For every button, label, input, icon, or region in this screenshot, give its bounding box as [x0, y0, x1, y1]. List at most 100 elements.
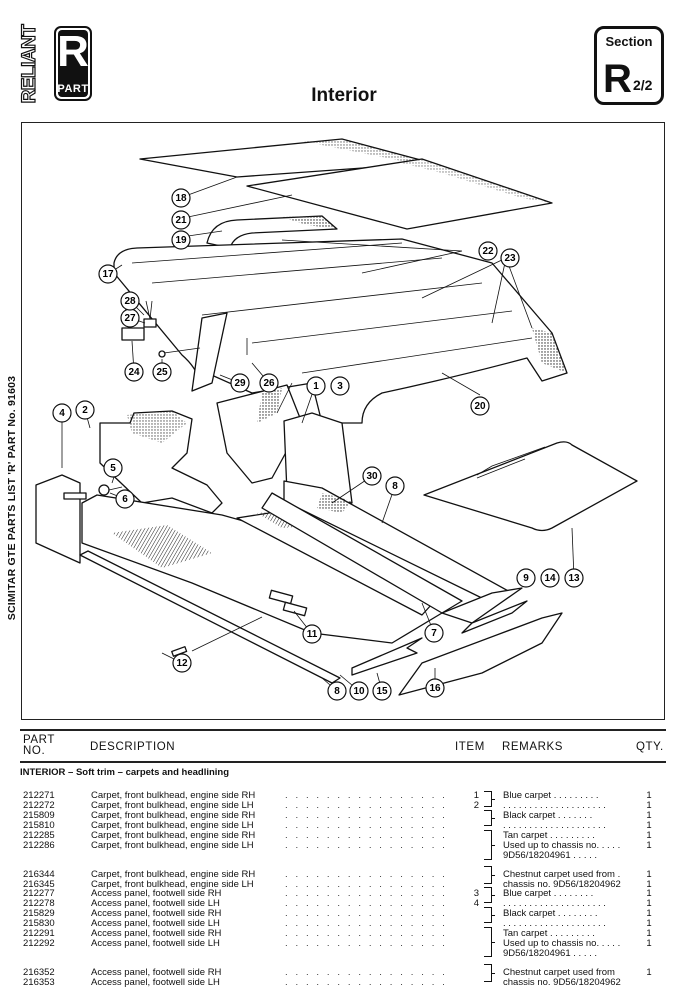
description: Carpet, front bulkhead, engine side RH [91, 830, 256, 841]
callout-label: 15 [376, 686, 388, 697]
item-number: 3 [473, 888, 479, 899]
group-bracket [484, 907, 495, 923]
parts-list-side-label: SCIMITAR GTE PARTS LIST 'R' PART No. 916… [3, 370, 21, 625]
callout-label: 26 [263, 378, 275, 389]
callout-label: 25 [156, 367, 168, 378]
callout-label: 7 [431, 628, 437, 639]
callout-11: 11 [302, 624, 322, 644]
callout-6: 6 [115, 489, 135, 509]
callout-16: 16 [425, 678, 445, 698]
description: Access panel, footwell side LH [91, 918, 220, 929]
remarks: 9D56/18204961 . . . . . [503, 850, 598, 861]
part-no-header-line2: NO. [23, 745, 46, 757]
quantity: 1 [646, 830, 652, 841]
side-label-text: SCIMITAR GTE PARTS LIST 'R' PART No. 916… [6, 375, 18, 620]
leader-dots: . . . . . . . . . . . . . . . . . . . . … [285, 938, 445, 949]
description: Access panel, footwell side LH [91, 977, 220, 988]
quantity: 1 [646, 938, 652, 949]
description: Carpet, front bulkhead, engine side LH [91, 820, 254, 831]
callout-label: 20 [474, 401, 486, 412]
col-header-qty: QTY. [636, 741, 664, 753]
group-bracket [484, 810, 495, 826]
leader-dots: . . . . . . . . . . . . . . . . . . . . … [285, 820, 445, 831]
callout-10: 10 [349, 681, 369, 701]
remarks: . . . . . . . . . . . . . . . . . . . . [503, 918, 606, 929]
remarks: . . . . . . . . . . . . . . . . . . . . [503, 898, 606, 909]
leader-dots: . . . . . . . . . . . . . . . . . . . . … [285, 928, 445, 939]
callout-18: 18 [171, 188, 191, 208]
part-number: 215810 [23, 820, 55, 831]
part-number: 216345 [23, 879, 55, 890]
description: Carpet, front bulkhead, engine side RH [91, 810, 256, 821]
quantity: 1 [646, 879, 652, 890]
callout-label: 11 [307, 629, 318, 640]
part-4-bulkhead-carpet [35, 474, 87, 564]
quantity: 1 [646, 908, 652, 919]
group-bracket [484, 927, 495, 957]
group-bracket [484, 866, 495, 884]
callout-3: 3 [330, 376, 350, 396]
remarks: Black carpet . . . . . . . [503, 810, 593, 821]
callout-label: 13 [568, 573, 580, 584]
callout-7: 7 [424, 623, 444, 643]
part-8-sill-strip-front [79, 550, 341, 684]
callout-21: 21 [171, 210, 191, 230]
callout-label: 16 [429, 683, 441, 694]
callout-label: 6 [122, 494, 128, 505]
remarks: Blue carpet . . . . . . . . . [503, 790, 599, 801]
callout-29: 29 [230, 373, 250, 393]
remarks: Used up to chassis no. . . . . [503, 840, 621, 851]
leader-dots: . . . . . . . . . . . . . . . . . . . . … [285, 918, 445, 929]
callout-14: 14 [540, 568, 560, 588]
callout-label: 14 [544, 573, 556, 584]
callout-9: 9 [516, 568, 536, 588]
remarks: . . . . . . . . . . . . . . . . . . . . [503, 800, 606, 811]
quantity: 1 [646, 820, 652, 831]
callout-23: 23 [500, 248, 520, 268]
callout-15: 15 [372, 681, 392, 701]
part-number: 215830 [23, 918, 55, 929]
part-2-bulkhead-carpet [99, 410, 223, 514]
quantity: 1 [646, 800, 652, 811]
callout-24: 24 [124, 362, 144, 382]
sill-trim-pieces [351, 587, 563, 696]
page-title: Interior [311, 85, 377, 106]
interior-parts-illustration: 1234567889101112131415161718192021222324… [35, 138, 638, 701]
remarks: . . . . . . . . . . . . . . . . . . . . [503, 820, 606, 831]
table-row: 215810 Carpet, front bulkhead, engine sid… [0, 820, 678, 831]
callout-label: 23 [504, 253, 516, 264]
section-label: Section [605, 34, 653, 49]
table-row: 9D56/18204961 . . . . . [0, 850, 678, 861]
callout-19: 19 [171, 230, 191, 250]
leader-dots: . . . . . . . . . . . . . . . . . . . . … [285, 967, 445, 978]
callout-17: 17 [98, 264, 118, 284]
item-number: 2 [473, 800, 479, 811]
callout-label: 24 [128, 367, 140, 378]
callout-8: 8 [385, 476, 405, 496]
callout-25: 25 [152, 362, 172, 382]
callout-label: 12 [176, 658, 188, 669]
quantity: 1 [646, 898, 652, 909]
reliant-r-part-logo: RELIANT R PART [18, 24, 98, 104]
group-bracket [484, 791, 495, 807]
part-number: 212277 [23, 888, 55, 899]
callout-label: 2 [82, 405, 88, 416]
callout-label: 8 [334, 686, 340, 697]
part-20-roof-lining [113, 238, 568, 424]
remarks: chassis no. 9D56/18204962 [503, 879, 621, 890]
callout-22: 22 [478, 241, 498, 261]
part-21-headlining-panel [246, 158, 553, 230]
callout-5: 5 [103, 458, 123, 478]
description: Access panel, footwell side RH [91, 908, 222, 919]
callout-label: 17 [102, 269, 114, 280]
part-number: 216353 [23, 977, 55, 988]
callout-27: 27 [120, 308, 140, 328]
